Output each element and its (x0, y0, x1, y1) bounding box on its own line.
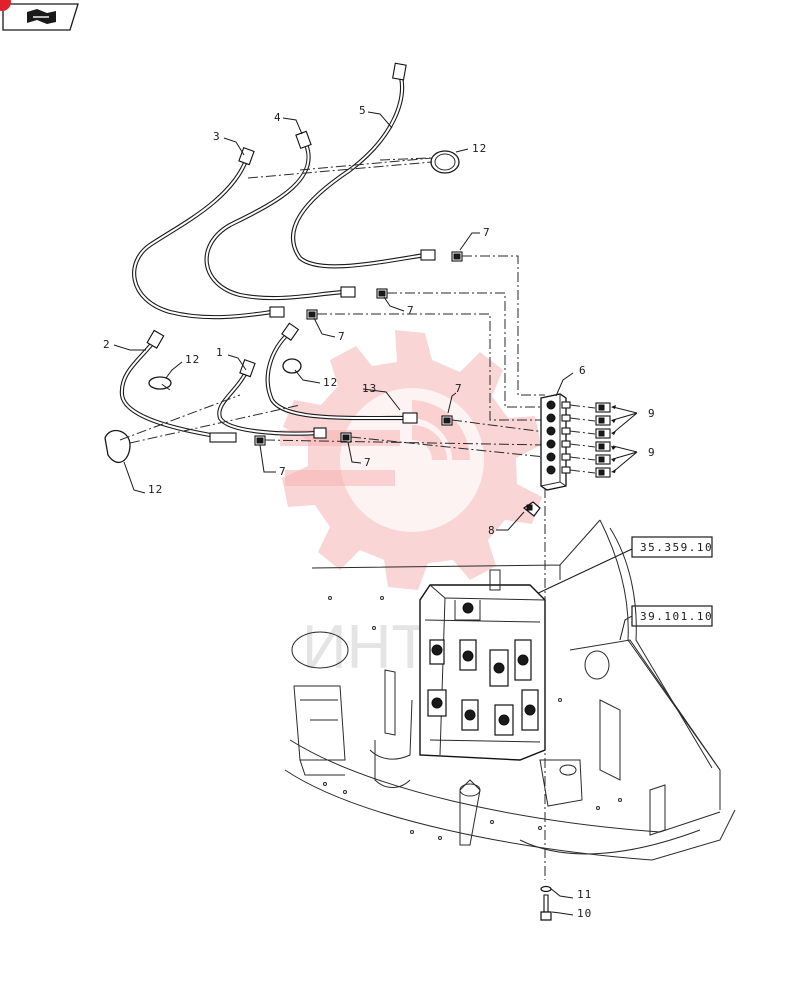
reference-label-2: 39.101.10 (640, 610, 713, 623)
upper-frame (284, 519, 736, 861)
hose-3[interactable] (132, 147, 285, 320)
hose-1[interactable] (217, 359, 327, 439)
callout-7-a: 7 (483, 226, 491, 239)
callout-7-f: 7 (364, 456, 372, 469)
fitting-7-e[interactable] (254, 435, 266, 446)
adapters-9[interactable] (569, 402, 638, 478)
reference-label-1: 35.359.10 (640, 541, 713, 554)
callout-11: 11 (577, 888, 592, 901)
callout-7-c: 7 (338, 330, 346, 343)
callout-7-e: 7 (279, 465, 287, 478)
fitting-7-a[interactable] (451, 251, 463, 262)
callout-7-d: 7 (455, 382, 463, 395)
callout-7-b: 7 (407, 304, 415, 317)
reference-box-39-101-10[interactable]: 39.101.10 (631, 605, 713, 627)
oring-12-large[interactable] (104, 429, 131, 464)
reference-box-35-359-10[interactable]: 35.359.10 (631, 536, 713, 558)
fitting-7-b[interactable] (376, 288, 388, 299)
callout-3: 3 (213, 130, 221, 143)
callout-8: 8 (488, 524, 496, 537)
watermark-text: ИНТ (302, 613, 429, 682)
washer-11[interactable] (540, 885, 552, 893)
nav-marker (0, 0, 11, 11)
callout-5: 5 (359, 104, 367, 117)
oring-12-mid[interactable] (282, 358, 302, 374)
fitting-7-d[interactable] (441, 415, 453, 426)
book-back-icon[interactable] (27, 9, 56, 24)
callout-10: 10 (577, 907, 592, 920)
hose-13[interactable] (265, 322, 418, 424)
hose-2[interactable] (119, 329, 237, 443)
elbow-8[interactable] (522, 501, 541, 517)
fitting-7-c[interactable] (306, 309, 318, 320)
fitting-7-f[interactable] (340, 432, 352, 443)
hose-4[interactable] (204, 130, 356, 301)
hose-5[interactable] (290, 62, 436, 269)
callout-12-large: 12 (148, 483, 163, 496)
nav-tab[interactable] (0, 0, 79, 31)
callout-2: 2 (103, 338, 111, 351)
callout-12-top: 12 (472, 142, 487, 155)
callout-4: 4 (274, 111, 282, 124)
callout-9-upper: 9 (648, 407, 656, 420)
callout-6: 6 (579, 364, 587, 377)
bolt-10[interactable] (540, 894, 552, 921)
callout-9-lower: 9 (648, 446, 656, 459)
callout-12-mid: 12 (323, 376, 338, 389)
callout-12-left: 12 (185, 353, 200, 366)
watermark-logo: ИНТ (280, 330, 542, 682)
callout-1: 1 (216, 346, 224, 359)
oring-12-left[interactable] (148, 376, 172, 390)
manifold-block[interactable] (540, 393, 571, 491)
control-valve[interactable] (419, 569, 546, 761)
callout-13: 13 (362, 382, 377, 395)
